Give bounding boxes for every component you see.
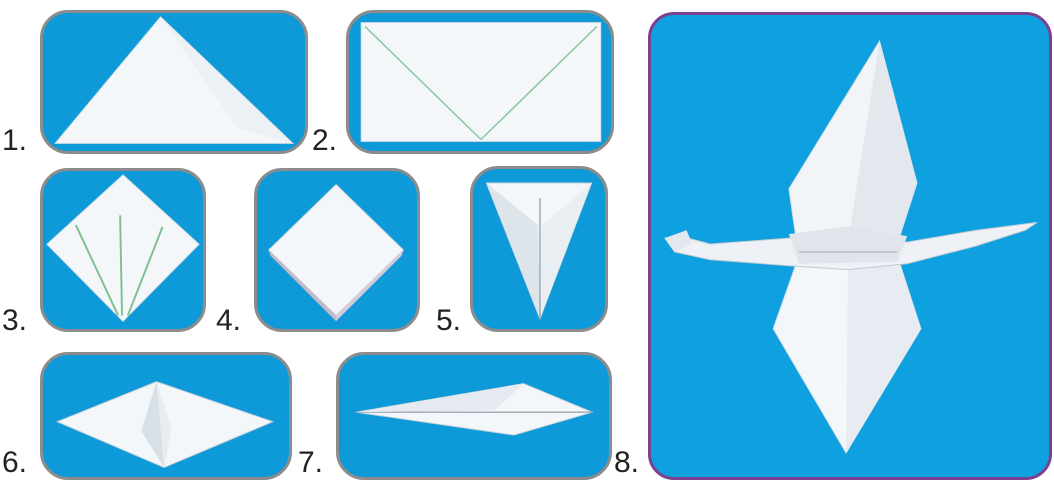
step-4-square-base	[257, 171, 417, 329]
step-5-image	[470, 166, 608, 332]
step-6-image	[40, 352, 292, 480]
step-5-kite-fold	[473, 169, 605, 329]
step-number-4: 4.	[216, 306, 241, 336]
step-number-8: 8.	[614, 448, 639, 478]
step-number-5: 5.	[436, 306, 461, 336]
step-1-folded-triangle	[43, 13, 305, 151]
step-8-finished-crane-image	[648, 12, 1052, 480]
step-1-image	[40, 10, 308, 154]
finished-paper-crane	[651, 15, 1049, 477]
step-7-narrow-diamond	[339, 355, 609, 477]
step-2-unfolded-sheet	[349, 13, 611, 151]
step-3-square-with-creases	[43, 171, 203, 329]
step-number-1: 1.	[2, 126, 27, 156]
step-2-image	[346, 10, 614, 154]
step-4-image	[254, 168, 420, 332]
step-number-3: 3.	[2, 306, 27, 336]
step-number-2: 2.	[312, 126, 337, 156]
step-7-image	[336, 352, 612, 480]
step-6-petal-fold	[43, 355, 289, 477]
step-number-6: 6.	[2, 448, 27, 478]
step-number-7: 7.	[298, 448, 323, 478]
step-3-image	[40, 168, 206, 332]
